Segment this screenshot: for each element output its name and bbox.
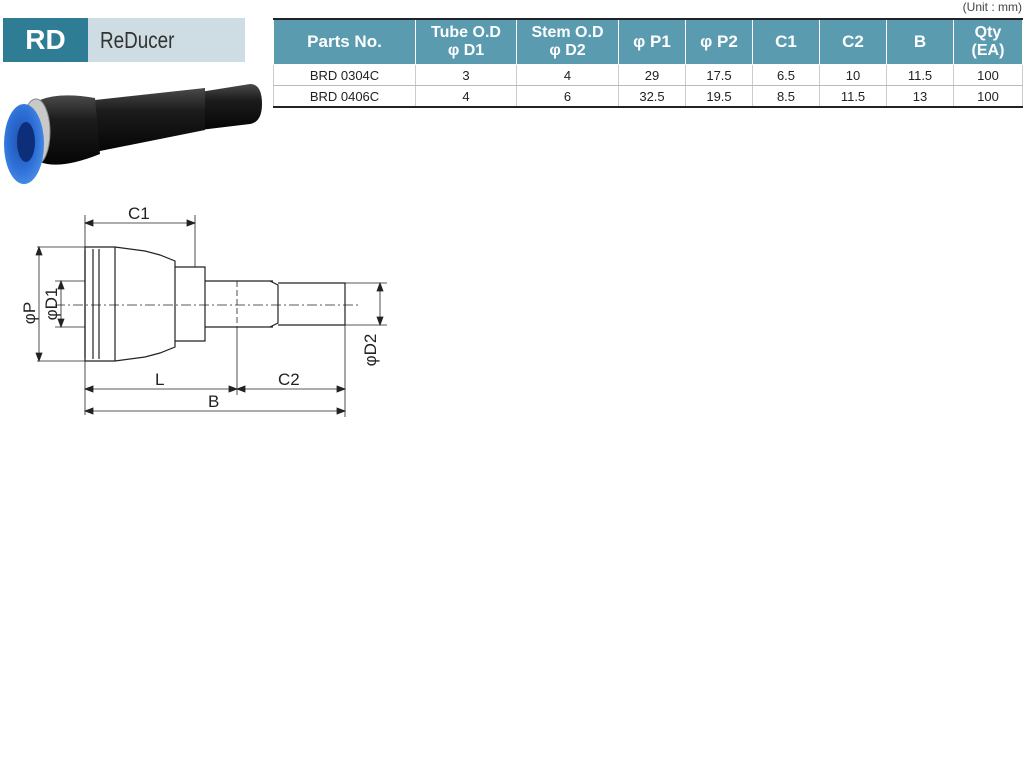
cell-part-no: BRD 0406C [273,85,416,108]
product-photo [4,84,262,184]
cell-c2: 11.5 [819,85,887,108]
dim-label-p: φP [20,302,39,324]
cell-qty: 100 [953,85,1023,108]
col-qty: Qty(EA) [953,18,1023,65]
col-p2: φ P2 [685,18,753,65]
product-title: ReDucer [100,26,175,53]
cell-b: 13 [886,85,954,108]
dim-label-d1: φD1 [42,288,61,321]
dim-label-d2: φD2 [361,334,380,367]
col-b: B [886,18,954,65]
product-title-bar: ReDucer [88,18,245,62]
cell-d2: 4 [516,64,619,86]
technical-drawing: C1 φP φD1 φD2 L C2 B [20,204,387,417]
cell-c1: 8.5 [752,85,820,108]
cell-part-no: BRD 0304C [273,64,416,86]
cell-d1: 4 [415,85,517,108]
cell-d2: 6 [516,85,619,108]
dim-label-l: L [155,370,164,389]
cell-p1: 29 [618,64,686,86]
cell-p1: 32.5 [618,85,686,108]
cell-qty: 100 [953,64,1023,86]
col-c2: C2 [819,18,887,65]
unit-note: (Unit : mm) [962,0,1022,14]
cell-b: 11.5 [886,64,954,86]
col-p1: φ P1 [618,18,686,65]
cell-c2: 10 [819,64,887,86]
col-parts-no: Parts No. [273,18,416,65]
col-c1: C1 [752,18,820,65]
dim-label-c2: C2 [278,370,300,389]
cell-d1: 3 [415,64,517,86]
cell-p2: 17.5 [685,64,753,86]
dim-label-b: B [208,392,219,411]
cell-p2: 19.5 [685,85,753,108]
dim-label-c1: C1 [128,204,150,223]
product-code: RD [25,24,66,55]
cell-c1: 6.5 [752,64,820,86]
table-row: BRD 0406C 4 6 32.5 19.5 8.5 11.5 13 100 [273,85,1023,108]
product-code-badge: RD [3,18,88,62]
table-row: BRD 0304C 3 4 29 17.5 6.5 10 11.5 100 [273,64,1023,86]
